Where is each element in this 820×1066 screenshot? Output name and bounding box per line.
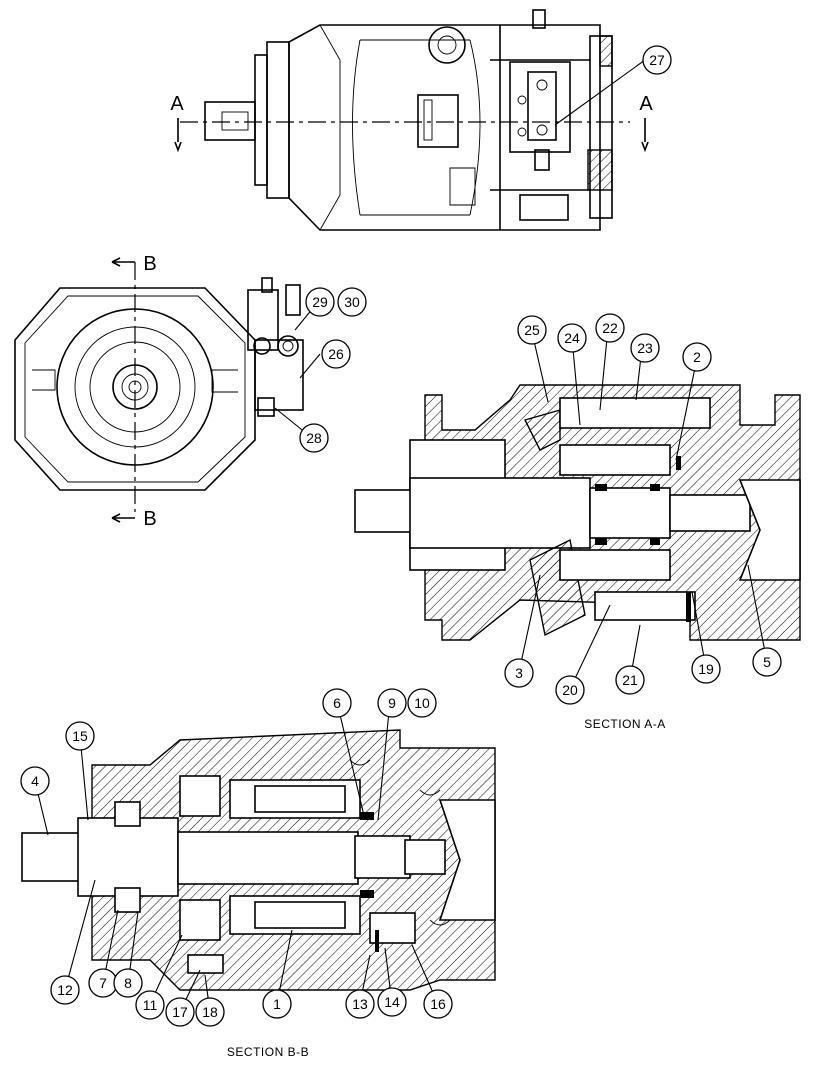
callout-21: 21 xyxy=(615,665,645,695)
svg-text:19: 19 xyxy=(698,661,714,677)
svg-text:11: 11 xyxy=(143,997,158,1013)
callout-15: 15 xyxy=(65,721,95,751)
svg-text:13: 13 xyxy=(352,996,368,1012)
svg-text:30: 30 xyxy=(344,294,360,310)
front-end-view: B B xyxy=(14,253,304,530)
callout-26: 26 xyxy=(321,339,351,369)
svg-text:8: 8 xyxy=(124,975,132,991)
svg-text:4: 4 xyxy=(31,773,39,789)
callout-9: 9 xyxy=(377,688,407,718)
callout-7: 7 xyxy=(88,968,118,998)
callout-22: 22 xyxy=(595,313,625,343)
section-aa-view: SECTION A-A xyxy=(354,384,801,731)
svg-text:5: 5 xyxy=(763,654,771,670)
section-bb-view: SECTION B-B xyxy=(21,729,496,1059)
svg-text:1: 1 xyxy=(273,996,281,1012)
svg-text:29: 29 xyxy=(312,294,328,310)
svg-text:15: 15 xyxy=(72,728,88,744)
section-a-marker-left: A xyxy=(170,93,184,115)
svg-text:27: 27 xyxy=(649,52,665,68)
svg-text:21: 21 xyxy=(622,672,638,688)
svg-text:28: 28 xyxy=(306,430,322,446)
callout-1: 1 xyxy=(262,989,292,1019)
callout-8: 8 xyxy=(113,968,143,998)
svg-text:12: 12 xyxy=(57,982,73,998)
svg-text:6: 6 xyxy=(333,695,341,711)
section-b-marker-bottom: B xyxy=(143,508,156,530)
section-b-marker-top: B xyxy=(143,253,156,275)
callout-5: 5 xyxy=(752,647,782,677)
callout-18: 18 xyxy=(195,997,225,1027)
callout-12: 12 xyxy=(50,975,80,1005)
callout-30: 30 xyxy=(337,287,367,317)
svg-text:26: 26 xyxy=(328,346,344,362)
callout-17: 17 xyxy=(165,997,195,1027)
svg-text:24: 24 xyxy=(564,330,580,346)
svg-text:3: 3 xyxy=(515,665,523,681)
callout-23: 23 xyxy=(630,333,660,363)
svg-text:7: 7 xyxy=(99,975,107,991)
callout-29: 29 xyxy=(305,287,335,317)
callout-27: 27 xyxy=(642,45,672,75)
section-aa-caption: SECTION A-A xyxy=(584,717,666,731)
callout-25: 25 xyxy=(517,315,547,345)
callout-28: 28 xyxy=(299,423,329,453)
callout-4: 4 xyxy=(20,766,50,796)
callout-24: 24 xyxy=(557,323,587,353)
callout-13: 13 xyxy=(345,989,375,1019)
svg-text:23: 23 xyxy=(637,340,653,356)
top-side-view: A A xyxy=(170,9,653,231)
callout-14: 14 xyxy=(377,987,407,1017)
svg-text:22: 22 xyxy=(602,320,618,336)
svg-text:14: 14 xyxy=(384,994,400,1010)
svg-text:20: 20 xyxy=(562,682,578,698)
section-a-marker-right: A xyxy=(639,93,653,115)
callout-20: 20 xyxy=(555,675,585,705)
callout-6: 6 xyxy=(322,688,352,718)
svg-text:25: 25 xyxy=(524,322,540,338)
callout-16: 16 xyxy=(423,989,453,1019)
section-bb-caption: SECTION B-B xyxy=(227,1045,309,1059)
callout-2: 2 xyxy=(682,342,712,372)
svg-text:2: 2 xyxy=(693,349,701,365)
callout-19: 19 xyxy=(691,654,721,684)
svg-text:18: 18 xyxy=(202,1004,218,1020)
svg-text:10: 10 xyxy=(414,695,430,711)
svg-text:9: 9 xyxy=(388,695,396,711)
svg-text:17: 17 xyxy=(172,1004,188,1020)
callout-10: 10 xyxy=(407,688,437,718)
callout-11: 11 xyxy=(135,990,165,1020)
callout-3: 3 xyxy=(504,658,534,688)
svg-text:16: 16 xyxy=(430,996,446,1012)
